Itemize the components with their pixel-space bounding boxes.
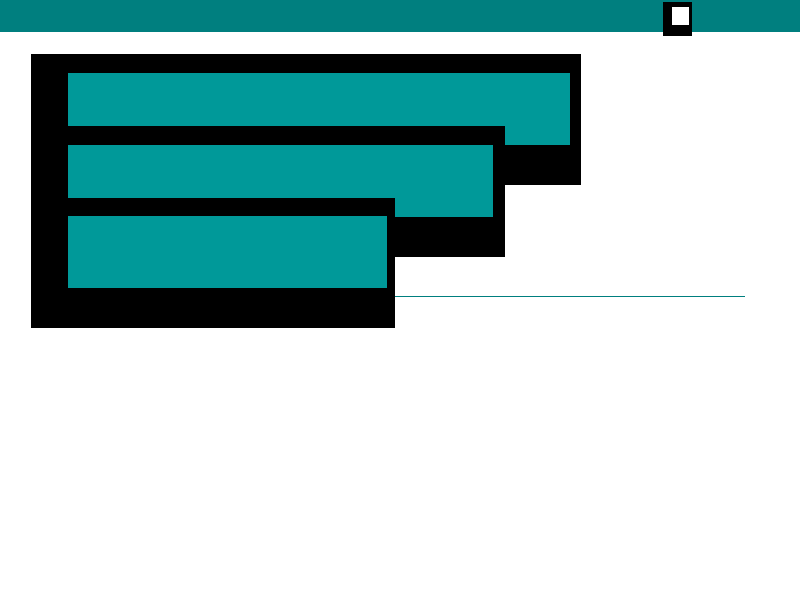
panel-3-face[interactable] <box>68 216 387 288</box>
divider-line <box>395 296 745 297</box>
top-bar <box>0 0 800 36</box>
panel-3 <box>31 198 395 328</box>
window-square-icon <box>672 7 689 25</box>
window-control-button[interactable] <box>663 2 692 36</box>
